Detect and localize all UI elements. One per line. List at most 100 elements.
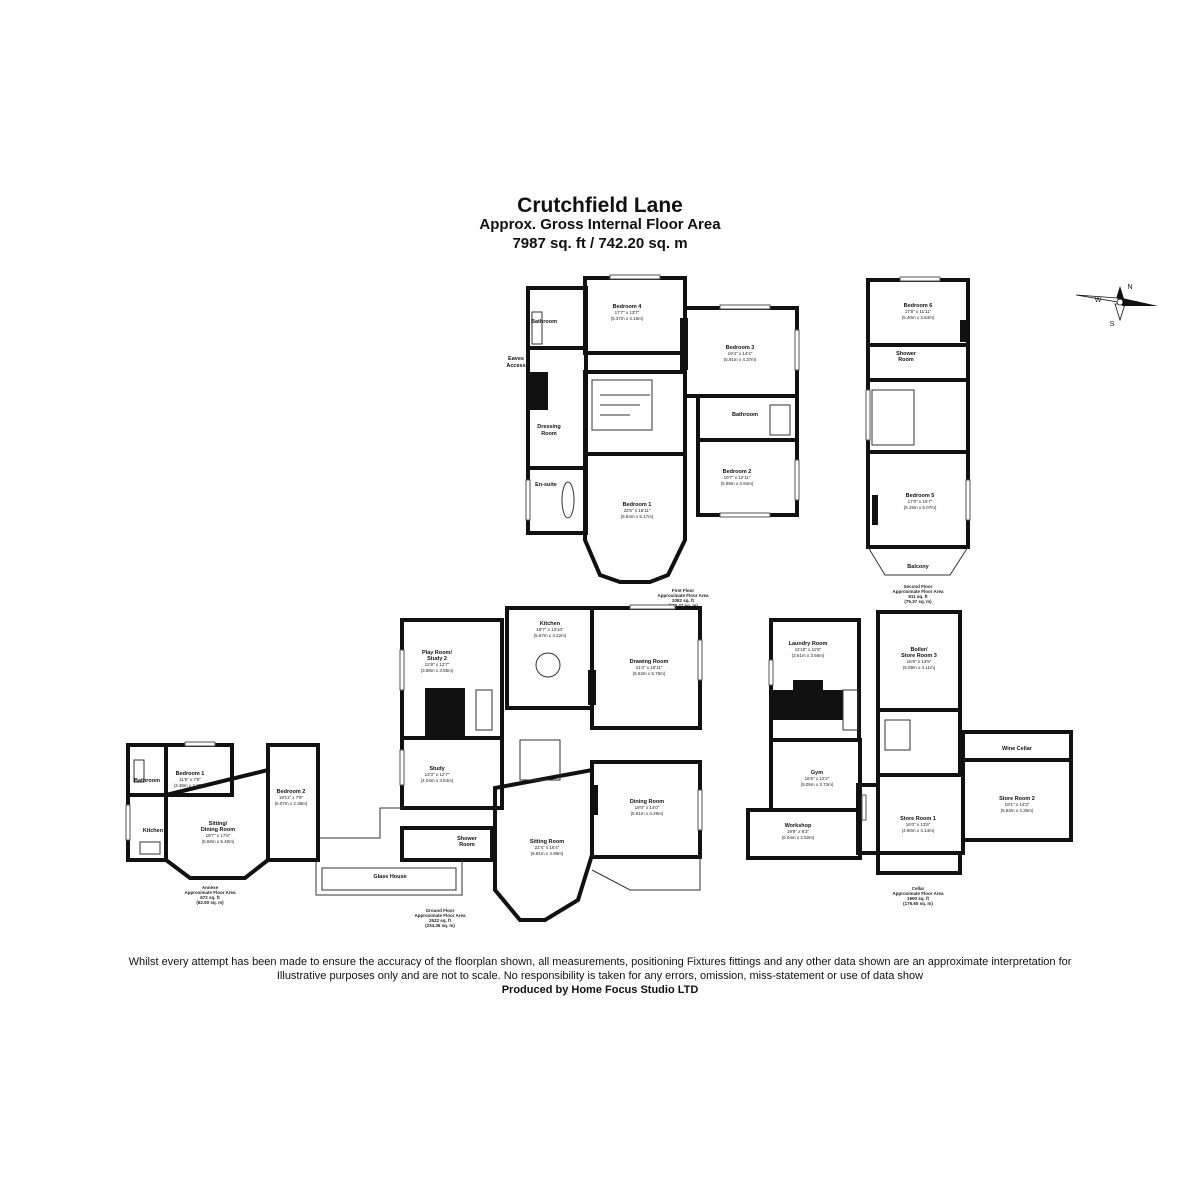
room-bedroom1-imperial: 22'5" x 16'11"	[624, 508, 651, 513]
room-annex-bath: Bathroom	[134, 778, 160, 784]
room-store1-name: Store Room 1	[900, 816, 936, 822]
ground-floor-windows	[399, 604, 703, 831]
room-gym-imperial: 16'6" x 12'2"	[805, 776, 830, 781]
room-kitchen-metric: (5.67m x 4.22m)	[534, 633, 567, 638]
compass-rose-icon	[1075, 286, 1158, 322]
room-workshop-metric: (6.04m x 2.52m)	[782, 835, 815, 840]
room-bedroom4-metric: (5.37m x 4.16m)	[611, 316, 644, 321]
plan-subtitle: Approx. Gross Internal Floor Area	[479, 216, 721, 233]
room-boiler-imperial: 16'8" x 13'5"	[907, 659, 932, 664]
room-dressing-line2: Room	[541, 431, 557, 437]
room-bedroom3-imperial: 19'4" x 14'4"	[728, 351, 753, 356]
room-store2-metric: (5.83m x 4.35m)	[1001, 808, 1034, 813]
room-eaves-line1: Eaves	[508, 356, 524, 362]
room-workshop-imperial: 19'9" x 8'3"	[787, 829, 810, 834]
room-dining-name: Dining Room	[630, 799, 664, 805]
room-drawing-imperial: 21'4" x 18'11"	[636, 665, 663, 670]
room-laundry-imperial: 11'10" x 11'8"	[795, 647, 822, 652]
room-laundry-metric: (3.61m x 3.56m)	[792, 653, 825, 658]
room-study-imperial: 13'3" x 12'7"	[425, 772, 450, 777]
compass-n-label: N	[1127, 284, 1132, 291]
room-study-metric: (4.04m x 3.84m)	[421, 778, 454, 783]
cellar-area-l1: Cellar	[912, 886, 925, 891]
cellar-plan	[746, 610, 1073, 875]
room-shower-gf-line2: Room	[459, 842, 475, 848]
annexe-area-l2: Approximate Floor Area	[184, 890, 236, 895]
room-sitting-name: Sitting Room	[530, 839, 564, 845]
annexe-plan	[125, 741, 320, 880]
room-sitting-metric: (6.81m x 4.98m)	[531, 851, 564, 856]
first-floor-area-l4: (193.47 sq. m)	[668, 603, 698, 608]
room-dressing-line1: Dressing	[537, 424, 561, 430]
ground-floor-area-l2: Approximate Floor Area	[414, 913, 466, 918]
first-floor-windows	[525, 274, 800, 521]
room-store2-name: Store Room 2	[999, 796, 1035, 802]
room-bedroom6-imperial: 17'8" x 11'11"	[905, 309, 932, 314]
annexe-area-l4: (62.50 sq. m)	[196, 900, 224, 905]
first-floor-plan	[525, 274, 800, 584]
room-annex-sitting-line1: Sitting/	[209, 821, 228, 827]
room-drawing-name: Drawing Room	[630, 659, 669, 665]
room-first-bathroom: Bathroom	[531, 319, 557, 325]
room-sitting-imperial: 22'4" x 16'4"	[535, 845, 560, 850]
room-bedroom4-name: Bedroom 4	[613, 304, 643, 310]
room-gym-name: Gym	[811, 770, 823, 776]
room-bedroom2-metric: (5.99m x 3.94m)	[721, 481, 754, 486]
ground-floor-area-l1: Ground Floor	[426, 908, 455, 913]
disclaimer-line1: Whilst every attempt has been made to en…	[128, 956, 1072, 968]
room-laundry-name: Laundry Room	[789, 641, 828, 647]
compass-w-label: W	[1095, 297, 1102, 304]
annexe-area-l1: Annexe	[202, 885, 219, 890]
room-dining-metric: (5.81m x 4.28m)	[631, 811, 664, 816]
room-winecellar: Wine Cellar	[1002, 746, 1033, 752]
room-bedroom4-imperial: 17'7" x 13'7"	[615, 310, 640, 315]
room-boiler-metric: (5.09m x 4.11m)	[903, 665, 936, 670]
room-balcony: Balcony	[907, 564, 929, 570]
annexe-area-l3: 672 sq. ft	[200, 895, 220, 900]
room-bathroom-mid: Bathroom	[732, 412, 758, 418]
room-gym-metric: (5.05m x 3.72m)	[801, 782, 834, 787]
cellar-area-l4: (176.60 sq. m)	[903, 901, 933, 906]
cellar-area-l3: 1900 sq. ft	[907, 896, 930, 901]
room-store2-imperial: 19'1" x 14'3"	[1005, 802, 1030, 807]
room-annex-sitting-line2: Dining Room	[201, 827, 235, 833]
ground-floor-plan	[315, 604, 703, 922]
room-bedroom5-imperial: 17'0" x 16'7"	[908, 499, 933, 504]
room-bedroom2-name: Bedroom 2	[723, 469, 752, 475]
disclaimer: Whilst every attempt has been made to en…	[60, 955, 1140, 983]
room-bedroom1-metric: (6.84m x 5.17m)	[621, 514, 654, 519]
room-bedroom1-name: Bedroom 1	[623, 502, 652, 508]
room-bedroom6-metric: (5.40m x 3.64m)	[902, 315, 935, 320]
room-boiler-line1: Boiler/	[910, 647, 928, 653]
room-store1-imperial: 16'0" x 13'6"	[906, 822, 931, 827]
room-shower2-line2: Room	[898, 357, 914, 363]
room-playroom-line1: Play Room/	[422, 650, 452, 656]
room-playroom-imperial: 12'8" x 12'7"	[425, 662, 450, 667]
first-floor-area-l2: Approximate Floor Area	[657, 593, 709, 598]
producer-credit: Produced by Home Focus Studio LTD	[501, 984, 699, 996]
room-annex-bed2-metric: (6.07m x 2.38m)	[275, 801, 308, 806]
room-annex-bed1-metric: (3.48m x 2.35m)	[174, 783, 207, 788]
room-annex-sitting-metric: (5.68m x 5.40m)	[202, 839, 235, 844]
ground-floor-area-l4: (234.36 sq. m)	[425, 923, 455, 928]
room-bedroom3-name: Bedroom 3	[726, 345, 755, 351]
plan-title: Crutchfield Lane	[517, 194, 683, 217]
second-floor-area-l1: Second Floor	[904, 584, 933, 589]
room-annex-sitting-imperial: 18'7" x 17'8"	[206, 833, 231, 838]
room-bedroom5-name: Bedroom 5	[906, 493, 935, 499]
room-study-name: Study	[429, 766, 445, 772]
cellar-area-l2: Approximate Floor Area	[892, 891, 944, 896]
room-glasshouse: Glass House	[373, 874, 406, 880]
room-eaves-line2: Access	[506, 363, 525, 369]
room-annex-kitchen: Kitchen	[143, 828, 164, 834]
room-ensuite: En-suite	[535, 482, 557, 488]
room-bedroom2-imperial: 19'7" x 12'11"	[724, 475, 751, 480]
room-shower2-line1: Shower	[896, 351, 917, 357]
second-floor-area-l3: 811 sq. ft	[908, 594, 928, 599]
room-bedroom6-name: Bedroom 6	[904, 303, 933, 309]
room-annex-bed1-imperial: 11'5" x 7'8"	[179, 777, 201, 782]
ground-floor-area-l3: 2522 sq. ft	[429, 918, 452, 923]
room-playroom-line2: Study 2	[427, 656, 447, 662]
first-floor-area-l3: 2082 sq. ft	[672, 598, 695, 603]
